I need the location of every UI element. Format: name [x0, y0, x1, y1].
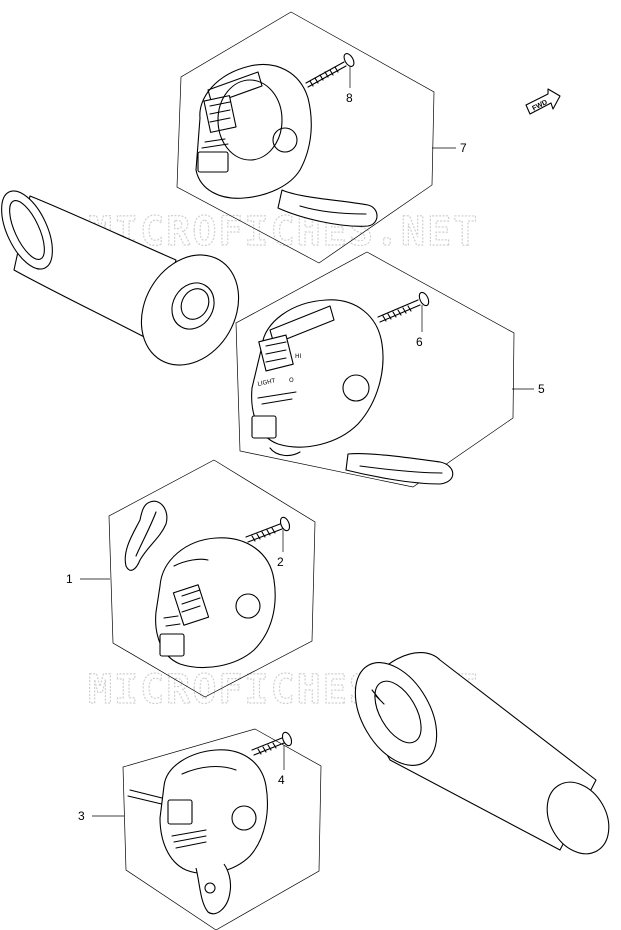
screw-6 [377, 291, 430, 332]
screw-8 [305, 53, 355, 88]
callout-1: 1 [66, 572, 73, 586]
assembly-7-outline [176, 11, 435, 264]
screw-4 [251, 731, 293, 770]
marking-off: O [289, 377, 294, 384]
assembly-1-outline [108, 459, 316, 698]
assembly-3 [122, 728, 322, 930]
callout-6: 6 [416, 335, 423, 349]
right-grip [354, 652, 610, 855]
callout-2: 2 [277, 555, 284, 569]
assembly-1 [108, 459, 316, 698]
assembly-7 [176, 11, 435, 264]
assembly-5-outline [235, 251, 515, 488]
assembly-3-outline [122, 728, 322, 930]
left-grip [1, 190, 240, 366]
marking-light: LIGHT [257, 377, 276, 388]
marking-hi: HI [295, 353, 302, 360]
assembly-5: HI LIGHT O [235, 251, 515, 488]
callout-3: 3 [78, 809, 85, 823]
screw-2 [245, 516, 291, 552]
callout-7: 7 [460, 141, 467, 155]
watermark-top: MICROFICHES.NET [88, 209, 479, 255]
callout-8: 8 [346, 91, 353, 105]
callout-4: 4 [278, 773, 285, 787]
fwd-arrow-icon: FWD [525, 88, 561, 115]
callout-5: 5 [538, 382, 545, 396]
